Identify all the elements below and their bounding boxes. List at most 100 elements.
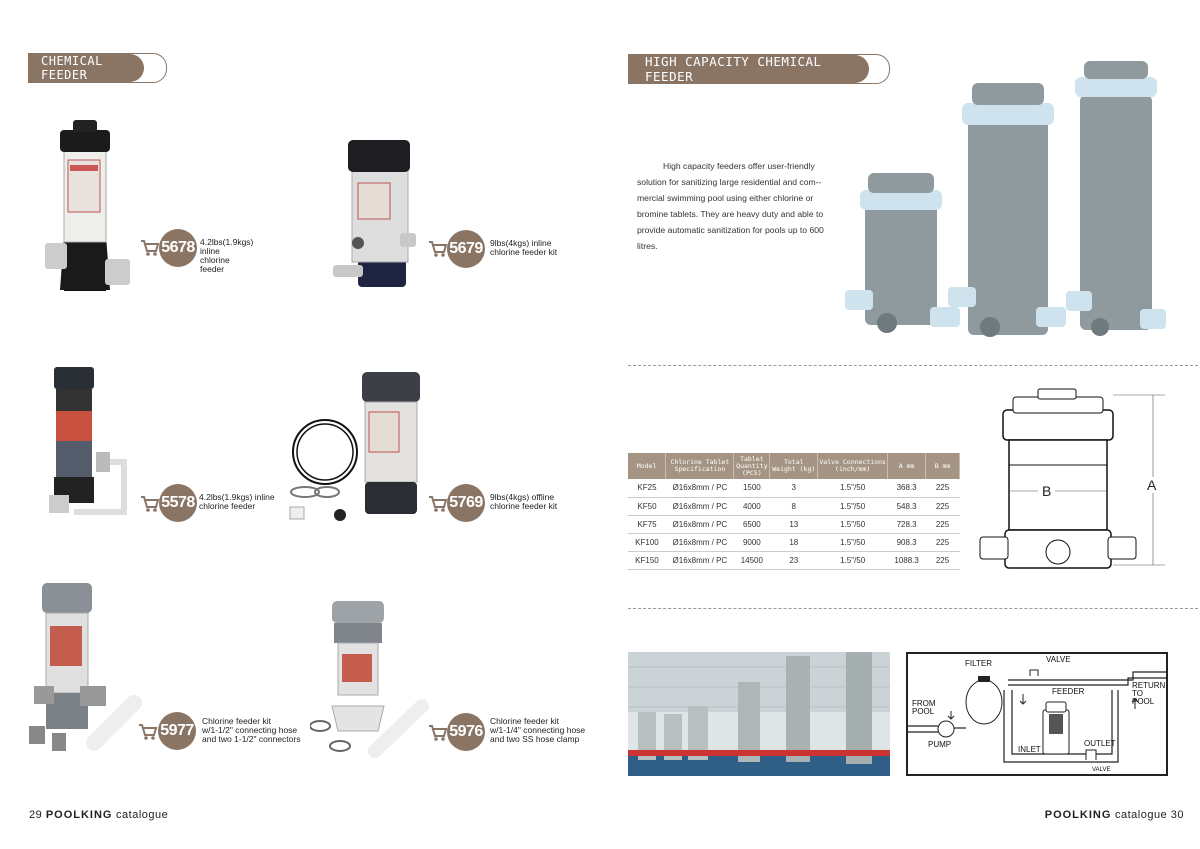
footer-word: catalogue: [116, 809, 169, 821]
label-from-pool: FROM POOL: [912, 700, 936, 716]
label-line: TO POOL: [1132, 689, 1155, 706]
table-cell: 1.5"/50: [817, 533, 888, 552]
feeder-5769-kit-image: [289, 372, 420, 521]
plumbing-lines: [908, 669, 1166, 763]
plumbing-diagram: FILTER VALVE FEEDER RETURN TO POOL FROM …: [906, 652, 1168, 776]
table-cell: 225: [925, 551, 960, 570]
table-cell: 18: [769, 533, 818, 552]
cart-icon[interactable]: [428, 495, 448, 513]
table-row: KF150 Ø16x8mm / PC 14500 23 1.5"/50 1088…: [628, 551, 960, 570]
label-valve-top: VALVE: [1046, 655, 1071, 664]
label-pump: PUMP: [928, 740, 952, 749]
table-cell: 1.5"/50: [817, 551, 888, 570]
header-cell: Valve Connections (inch/mm): [817, 453, 889, 479]
table-cell: 4000: [733, 497, 770, 516]
desc-line: w/1-1/4" connecting hose: [490, 725, 586, 735]
product-5976[interactable]: 5976 Chlorine feeder kit w/1-1/4" connec…: [310, 596, 600, 766]
feeder-5678-image: [45, 120, 130, 291]
page-number: 29: [29, 809, 43, 821]
table-cell: Ø16x8mm / PC: [665, 515, 734, 534]
product-description: 4.2lbs(1.9kgs) inline chlorine feeder: [200, 238, 253, 274]
spec-table: Model Chlorine Tablet Specification Tabl…: [628, 453, 960, 570]
desc-line: 9lbs(4kgs) offline: [490, 492, 555, 502]
product-description: 9lbs(4kgs) offline chlorine feeder kit: [490, 493, 557, 511]
dashed-divider: [628, 365, 1198, 366]
brand-name: POOLKING: [1044, 809, 1112, 821]
table-cell: 225: [925, 515, 960, 534]
dimension-label-b: B: [1038, 483, 1056, 499]
label-inlet: INLET: [1018, 745, 1041, 754]
feeder-5679-image: [333, 140, 416, 287]
table-cell: KF50: [628, 497, 666, 516]
product-5578[interactable]: 5578 4.2lbs(1.9kgs) inline chlorine feed…: [44, 362, 294, 527]
dashed-divider: [628, 608, 1198, 609]
footer-right: POOLKING catalogue 30: [1045, 809, 1184, 821]
intro-paragraph: High capacity feeders offer user-friendl…: [637, 161, 824, 251]
desc-line: 4.2lbs(1.9kgs) inline: [200, 237, 254, 256]
table-cell: 1.5"/50: [817, 479, 888, 498]
page-number: 30: [1170, 809, 1184, 821]
table-cell: 1.5"/50: [817, 497, 888, 516]
label-valve-bottom: VALVE: [1092, 767, 1111, 773]
table-cell: KF25: [628, 479, 666, 498]
product-code-badge: 5977: [158, 712, 196, 750]
product-code-badge: 5769: [447, 484, 485, 522]
cart-icon[interactable]: [140, 239, 160, 257]
label-feeder: FEEDER: [1052, 687, 1085, 696]
label-line: RETURN: [1132, 681, 1166, 690]
table-cell: 1.5"/50: [817, 515, 888, 534]
header-cell: B mm: [925, 453, 960, 479]
table-cell: 6500: [733, 515, 770, 534]
table-cell: 908.3: [887, 533, 926, 552]
table-cell: 8: [769, 497, 818, 516]
label-filter: FILTER: [965, 659, 992, 668]
table-cell: 3: [769, 479, 818, 498]
product-code-badge: 5678: [159, 229, 197, 267]
table-cell: Ø16x8mm / PC: [665, 479, 734, 498]
feeder-5578-image: [49, 367, 127, 515]
table-header-row: Model Chlorine Tablet Specification Tabl…: [628, 453, 960, 479]
table-cell: 225: [925, 497, 960, 516]
feeder-5977-kit-image: [29, 583, 142, 751]
table-cell: KF100: [628, 533, 666, 552]
cart-icon[interactable]: [428, 240, 448, 258]
cart-icon[interactable]: [140, 495, 160, 513]
header-cell: Chlorine Tablet Specification: [665, 453, 735, 479]
product-code-badge: 5578: [159, 484, 197, 522]
product-code-badge: 5679: [447, 230, 485, 268]
footer-left: 29 POOLKING catalogue: [29, 809, 168, 821]
table-row: KF100 Ø16x8mm / PC 9000 18 1.5"/50 908.3…: [628, 533, 960, 552]
table-cell: 368.3: [887, 479, 926, 498]
product-5769[interactable]: 5769 9lbs(4kgs) offline chlorine feeder …: [285, 367, 585, 537]
cart-icon[interactable]: [138, 723, 158, 741]
product-description: Chlorine feeder kit w/1-1/4" connecting …: [490, 717, 585, 744]
table-cell: Ø16x8mm / PC: [665, 497, 734, 516]
header-cell: Total Weight (kg): [769, 453, 819, 479]
header-cell: Model: [628, 453, 667, 479]
product-5977[interactable]: 5977 Chlorine feeder kit w/1-1/2" connec…: [24, 578, 314, 758]
product-description: 4.2lbs(1.9kgs) inline chlorine feeder: [199, 493, 275, 511]
table-cell: KF75: [628, 515, 666, 534]
table-cell: 728.3: [887, 515, 926, 534]
desc-line: and two 1-1/2" connectors: [202, 734, 301, 744]
section-tab-chemical-feeder: CHEMICAL FEEDER: [28, 53, 167, 83]
footer-word: catalogue: [1114, 809, 1168, 821]
product-5679[interactable]: 5679 9lbs(4kgs) inline chlorine feeder k…: [328, 135, 578, 295]
feeder-5976-kit-image: [310, 601, 429, 758]
dimension-label-a: A: [1145, 477, 1159, 493]
table-cell: Ø16x8mm / PC: [665, 533, 734, 552]
desc-line: and two SS hose clamp: [490, 734, 580, 744]
label-line: POOL: [912, 707, 935, 716]
desc-line: chlorine feeder kit: [490, 247, 558, 257]
product-description: 9lbs(4kgs) inline chlorine feeder kit: [490, 239, 557, 257]
product-5678[interactable]: 5678 4.2lbs(1.9kgs) inline chlorine feed…: [40, 115, 253, 295]
table-cell: KF150: [628, 551, 666, 570]
desc-line: 9lbs(4kgs) inline: [490, 238, 552, 248]
table-cell: 548.3: [887, 497, 926, 516]
cart-icon[interactable]: [428, 724, 448, 742]
table-cell: Ø16x8mm / PC: [665, 551, 734, 570]
high-capacity-feeders-image: [845, 61, 1166, 337]
table-cell: 225: [925, 533, 960, 552]
table-cell: 225: [925, 479, 960, 498]
table-cell: 9000: [733, 533, 770, 552]
